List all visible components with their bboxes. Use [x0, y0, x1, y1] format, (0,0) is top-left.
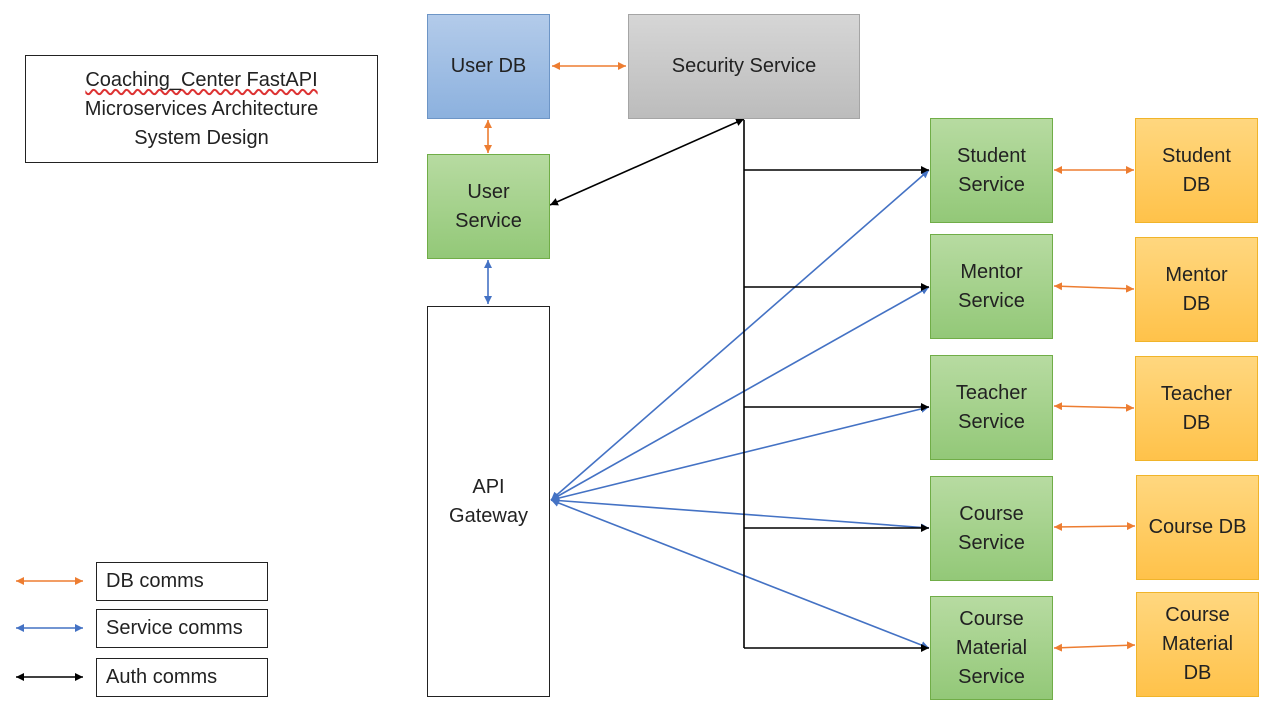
edge-mentor-mentordb	[1053, 282, 1135, 293]
security-service-node: Security Service	[628, 14, 860, 119]
user-service-node: User Service	[427, 154, 550, 259]
edge-material-materialdb	[1053, 641, 1136, 652]
title-line-2: Microservices Architecture	[84, 97, 319, 120]
diagram-title: Coaching_Center FastAPI Microservices Ar…	[25, 55, 378, 163]
edge-gateway-material	[550, 499, 930, 649]
user-db-node: User DB	[427, 14, 550, 119]
legend-service-label: Service comms	[96, 609, 268, 648]
mentor-service-node: Mentor Service	[930, 234, 1053, 339]
course-material-db-node: Course Material DB	[1136, 592, 1259, 697]
student-db-node: Student DB	[1135, 118, 1258, 223]
mentor-db-node: Mentor DB	[1135, 237, 1258, 342]
edge-gateway-teacher	[550, 405, 930, 502]
student-service-node: Student Service	[930, 118, 1053, 223]
edge-teacher-teacherdb	[1053, 402, 1135, 412]
edge-gateway-student	[550, 169, 930, 501]
api-gateway-node: API Gateway	[427, 306, 550, 697]
legend-auth-label: Auth comms	[96, 658, 268, 697]
course-db-node: Course DB	[1136, 475, 1259, 580]
edge-gateway-mentor	[550, 286, 930, 501]
edge-course-coursedb	[1053, 522, 1136, 531]
edge-gateway-course	[550, 496, 930, 532]
course-service-node: Course Service	[930, 476, 1053, 581]
teacher-service-node: Teacher Service	[930, 355, 1053, 460]
title-line-3: System Design	[134, 126, 269, 149]
legend-db-label: DB comms	[96, 562, 268, 601]
course-material-service-node: Course Material Service	[930, 596, 1053, 700]
edge-userservice-security	[549, 118, 745, 206]
title-line-1: Coaching_Center FastAPI	[85, 68, 318, 91]
teacher-db-node: Teacher DB	[1135, 356, 1258, 461]
